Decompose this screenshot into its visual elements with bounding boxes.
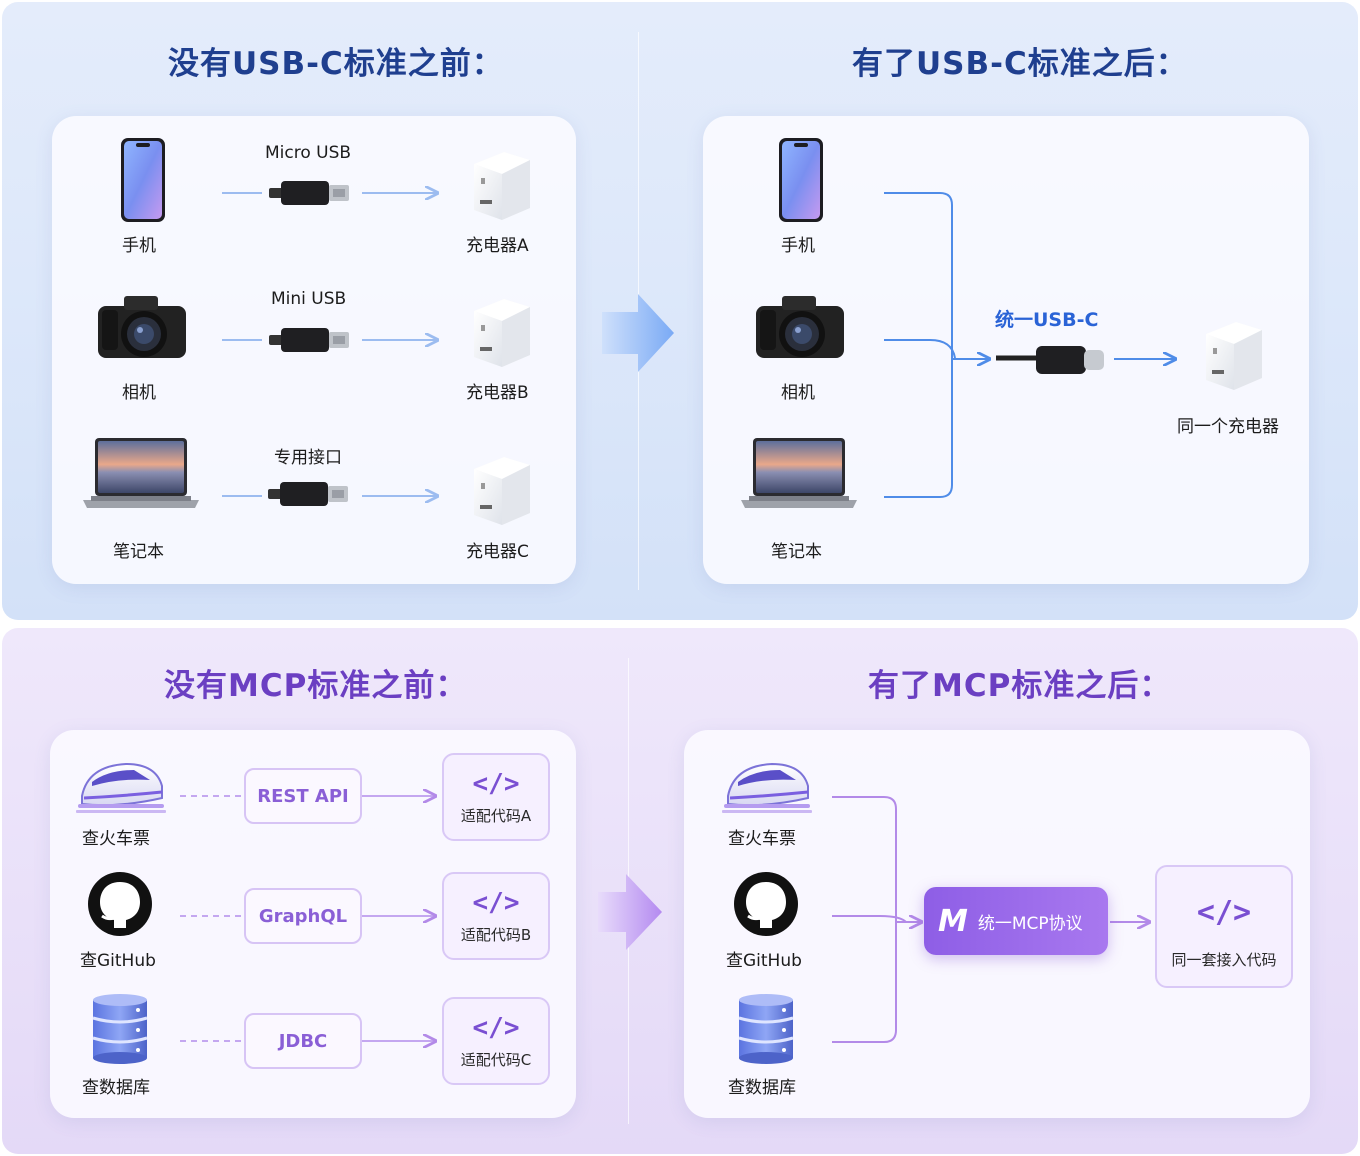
device-label-camera: 相机 (781, 383, 815, 403)
source-label-database: 查数据库 (728, 1078, 796, 1098)
code-icon: </> (472, 1013, 520, 1043)
api-box-rest: REST API (244, 768, 362, 824)
device-label-laptop: 笔记本 (113, 542, 164, 562)
adapter-box-b: </> 适配代码B (442, 872, 550, 960)
charger-label-a: 充电器A (466, 236, 529, 256)
source-label-database: 查数据库 (82, 1078, 150, 1098)
source-label-train: 查火车票 (82, 829, 150, 849)
adapter-box-a: </> 适配代码A (442, 753, 550, 841)
api-label: GraphQL (258, 905, 348, 927)
adapter-box-c: </> 适配代码C (442, 997, 550, 1085)
api-box-jdbc: JDBC (244, 1013, 362, 1069)
section-divider (628, 658, 629, 1124)
unified-adapter-label: 同一套接入代码 (1171, 951, 1277, 969)
adapter-label: 适配代码C (460, 1051, 532, 1069)
unified-adapter-box: </> 同一套接入代码 (1155, 865, 1293, 988)
source-label-train: 查火车票 (728, 829, 796, 849)
unified-usb-c-label: 统一USB-C (995, 309, 1099, 331)
device-label-laptop: 笔记本 (771, 542, 822, 562)
usb-before-title: 没有USB-C标准之前： (168, 46, 504, 82)
cable-label-micro-usb: Micro USB (265, 143, 352, 163)
section-divider (638, 32, 639, 590)
api-box-graphql: GraphQL (244, 888, 362, 944)
code-icon: </> (472, 769, 520, 799)
unified-charger-label: 同一个充电器 (1177, 417, 1279, 437)
adapter-label: 适配代码B (460, 926, 532, 944)
charger-label-b: 充电器B (466, 383, 529, 403)
mcp-before-title: 没有MCP标准之前： (164, 668, 468, 704)
charger-label-c: 充电器C (466, 542, 529, 562)
device-label-phone: 手机 (122, 236, 156, 256)
usb-before-panel (52, 116, 576, 584)
code-icon: </> (472, 888, 520, 918)
usb-after-panel (703, 116, 1309, 584)
mcp-protocol-label: 统一MCP协议 (977, 913, 1083, 934)
source-label-github: 查GitHub (726, 951, 802, 971)
mcp-logo-icon: M (938, 903, 968, 939)
mcp-after-title: 有了MCP标准之后： (868, 668, 1172, 704)
api-label: REST API (257, 785, 349, 807)
device-label-camera: 相机 (122, 383, 156, 403)
cable-label-mini-usb: Mini USB (271, 289, 347, 309)
cable-label-proprietary: 专用接口 (274, 448, 342, 468)
source-label-github: 查GitHub (80, 951, 156, 971)
api-label: JDBC (278, 1030, 328, 1052)
code-icon: </> (1196, 895, 1252, 930)
unified-mcp-protocol-box: M 统一MCP协议 (924, 887, 1108, 955)
adapter-label: 适配代码A (460, 807, 532, 825)
usb-after-title: 有了USB-C标准之后： (852, 46, 1188, 82)
device-label-phone: 手机 (781, 236, 815, 256)
